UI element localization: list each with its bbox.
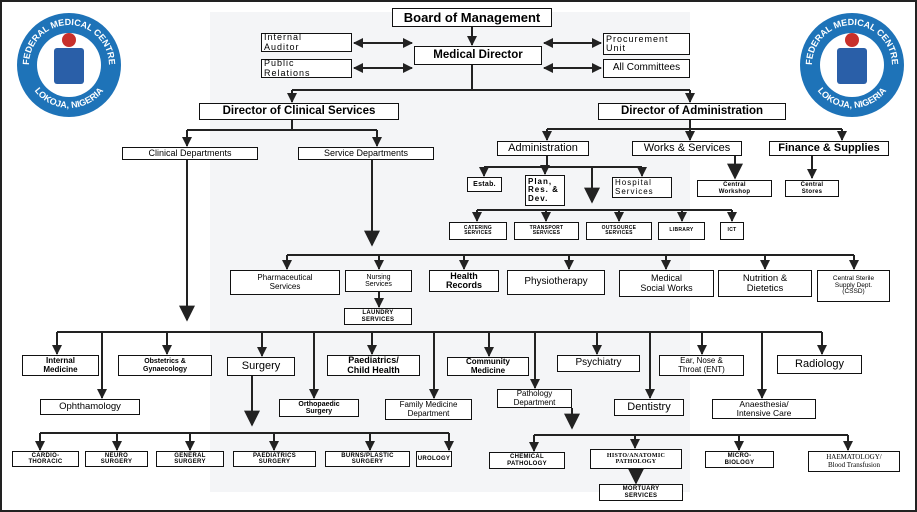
nursing-services: Nursing Services <box>345 270 412 292</box>
health-records: Health Records <box>429 270 499 292</box>
microbiology: MICRO- BIOLOGY <box>705 451 774 468</box>
hospital-services: Hospital Services <box>612 177 672 198</box>
laundry-services: LAUNDRY SERVICES <box>344 308 412 325</box>
radiology: Radiology <box>777 355 862 374</box>
community-medicine: Community Medicine <box>447 357 529 376</box>
pharmaceutical-services: Pharmaceutical Services <box>230 270 340 295</box>
fmc-logo-right: FEDERAL MEDICAL CENTRE LOKOJA, NIGERIA <box>800 13 904 117</box>
internal-medicine: Internal Medicine <box>22 355 99 376</box>
service-departments: Service Departments <box>298 147 434 160</box>
family-medicine: Family Medicine Department <box>385 399 472 420</box>
anaesthesia-intensive-care: Anaesthesia/ Intensive Care <box>712 399 816 419</box>
outsource-services: OUTSOURCE SERVICES <box>586 222 652 240</box>
clinical-departments: Clinical Departments <box>122 147 258 160</box>
director-clinical-services: Director of Clinical Services <box>199 103 399 120</box>
paediatrics-child-health: Paediatrics/ Child Health <box>327 355 420 376</box>
obstetrics-gynaecology: Obstetrics & Gynaecology <box>118 355 212 376</box>
cssd: Central Sterile Supply Dept. (CSSD) <box>817 270 890 302</box>
central-workshop: Central Workshop <box>697 180 772 197</box>
finance-and-supplies: Finance & Supplies <box>769 141 889 156</box>
histo-anatomic-pathology: HISTO/ANATOMIC PATHOLOGY <box>590 449 682 469</box>
paediatrics-surgery: PAEDIATRICS SURGERY <box>233 451 316 467</box>
nutrition-dietetics: Nutrition & Dietetics <box>718 270 812 297</box>
internal-auditor: Internal Auditor <box>261 32 352 52</box>
chemical-pathology: CHEMICAL PATHOLOGY <box>489 452 565 469</box>
psychiatry: Psychiatry <box>557 355 640 372</box>
transport-services: TRANSPORT SERVICES <box>514 222 579 240</box>
library: LIBRARY <box>658 222 705 240</box>
burns-plastic-surgery: BURNS/PLASTIC SURGERY <box>325 451 410 467</box>
all-committees: All Committees <box>603 59 690 78</box>
catering-services: CATERING SERVICES <box>449 222 507 240</box>
mortuary-services: MORTUARY SERVICES <box>599 484 683 501</box>
ear-nose-throat: Ear, Nose & Throat (ENT) <box>659 355 744 376</box>
general-surgery: GENERAL SURGERY <box>156 451 224 467</box>
board-of-management: Board of Management <box>392 8 552 27</box>
dentistry: Dentistry <box>614 399 684 416</box>
surgery: Surgery <box>227 357 295 376</box>
fmc-logo-left: FEDERAL MEDICAL CENTRE LOKOJA, NIGERIA <box>17 13 121 117</box>
planning-research-development: Plan, Res. & Dev. <box>525 175 565 206</box>
estab: Estab. <box>467 177 502 192</box>
pathology-department: Pathology Department <box>497 389 572 408</box>
cardio-thoracic: CARDIO- THORACIC <box>12 451 79 467</box>
director-administration: Director of Administration <box>598 103 786 120</box>
physiotherapy: Physiotherapy <box>507 270 605 295</box>
ophthalmology: Ophthamology <box>40 399 140 415</box>
haematology-blood-transfusion: HAEMATOLOGY/ Blood Transfusion <box>808 451 900 472</box>
orthopaedic-surgery: Orthopaedic Surgery <box>279 399 359 417</box>
central-stores: Central Stores <box>785 180 839 197</box>
procurement-unit: Procurement Unit <box>603 33 690 55</box>
works-and-services: Works & Services <box>632 141 742 156</box>
public-relations: Public Relations <box>261 58 352 78</box>
ict: ICT <box>720 222 744 240</box>
medical-director: Medical Director <box>414 46 542 65</box>
urology: UROLOGY <box>416 451 452 467</box>
medical-social-works: Medical Social Works <box>619 270 714 297</box>
neuro-surgery: NEURO SURGERY <box>85 451 148 467</box>
administration: Administration <box>497 141 589 156</box>
